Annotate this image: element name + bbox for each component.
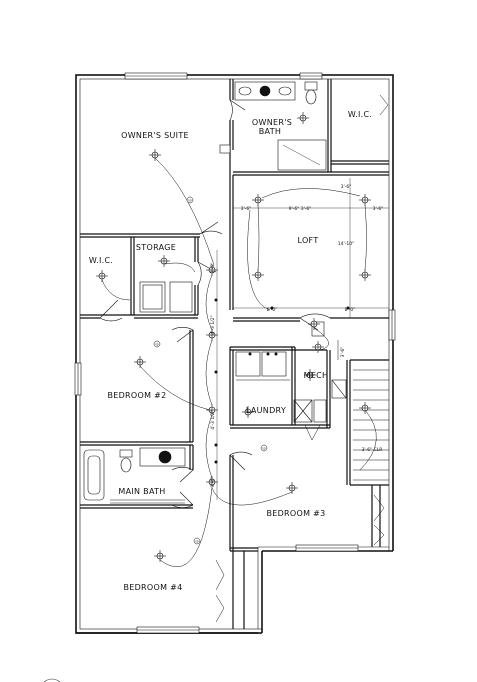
- detector-labels: SD SD SD SD: [155, 199, 266, 544]
- sd-label: SD: [155, 343, 159, 347]
- dim-hall-v2: 4'-3 1/2": [210, 315, 216, 334]
- room-label-loft: LOFT: [297, 236, 318, 245]
- room-label-owners-bath-2: BATH: [259, 127, 281, 136]
- stairs: [337, 340, 389, 481]
- dim-loft-side: 14'-10": [338, 241, 354, 247]
- dim-hall-v3: 4'-3 1/2": [210, 410, 216, 429]
- room-label-bedroom3: BEDROOM #3: [266, 509, 325, 518]
- room-label-mech: MECH: [304, 371, 329, 380]
- switches: [214, 298, 350, 464]
- sd-label: SD: [195, 540, 199, 544]
- dim-hall-v1: 3'-6": [210, 263, 216, 274]
- room-label-storage: STORAGE: [136, 243, 176, 252]
- room-label-laundry: LAUNDRY: [246, 406, 286, 415]
- sd-label: SD: [188, 199, 192, 203]
- room-label-wic-owner: W.I.C.: [348, 110, 372, 119]
- dim-hall-mid2: 8'-0": [345, 307, 356, 313]
- dim-hall-mid: 8'-0": [267, 307, 278, 313]
- room-label-bedroom2: BEDROOM #2: [107, 391, 166, 400]
- room-label-bedroom4: BEDROOM #4: [123, 583, 182, 592]
- dim-hall-v4: 3'-6": [210, 477, 216, 488]
- circuit-arcs: [101, 157, 377, 567]
- room-label-wic-left: W.I.C.: [89, 256, 113, 265]
- dim-loft-center: 9'-6" 3'-6": [289, 206, 312, 212]
- windows: [74, 72, 396, 634]
- utility-fixtures: [139, 281, 347, 423]
- bath-fixtures: [83, 81, 327, 504]
- detector-notes: [153, 196, 268, 545]
- dimension-lines: [216, 178, 389, 500]
- room-label-owners-suite: OWNER'S SUITE: [121, 131, 189, 140]
- dim-loft-right: 3'-6": [373, 206, 384, 212]
- dim-loft-side-top: 3'-6": [341, 184, 352, 190]
- bifold-doors: [215, 94, 389, 623]
- dim-loft-left: 3'-6": [241, 206, 252, 212]
- dim-stair-note: 3'-6" CLR: [362, 447, 383, 453]
- room-label-main-bath: MAIN BATH: [118, 487, 165, 496]
- notch-mask: [262, 551, 394, 635]
- dim-stair-side: 3'-6": [340, 347, 346, 358]
- sd-label: SD: [262, 447, 266, 451]
- sheet-mark: [43, 678, 61, 682]
- interior-walls: [80, 79, 389, 629]
- room-label-owners-bath-1: OWNER'S: [252, 118, 292, 127]
- light-fixtures: [96, 112, 371, 562]
